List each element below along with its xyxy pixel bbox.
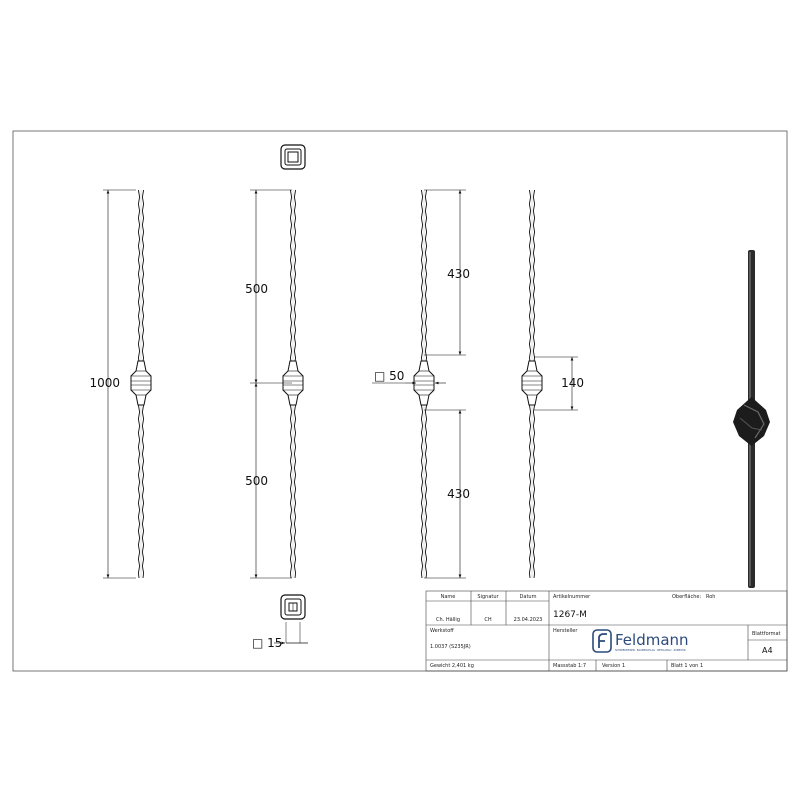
feldmann-logo: Feldmann SCHMIEDEEISEN · BAUBESCHLAG · M… <box>592 629 689 653</box>
tb-format-label: Blattformat <box>752 631 781 637</box>
tb-version: Version 1 <box>602 663 625 669</box>
tb-manufacturer-label: Hersteller <box>553 628 578 634</box>
tb-article-label: Artikelnummer <box>553 594 591 600</box>
tb-scale: Massstab 1:7 <box>553 663 586 669</box>
tb-signature: CH <box>484 617 491 623</box>
dim-total-height: 1000 <box>89 376 120 390</box>
tb-date: 23.04.2023 <box>514 617 543 623</box>
tb-col-name: Name <box>441 594 456 600</box>
top-view <box>280 144 306 170</box>
dim-segment-top: 430 <box>447 267 470 281</box>
tb-format-value: A4 <box>762 646 773 655</box>
baluster-side-view <box>521 189 543 579</box>
dim-bar-size: □ 15 <box>252 636 282 650</box>
tb-article-number: 1267-M <box>553 610 587 620</box>
tb-weight: Gewicht 2,401 kg <box>430 663 474 669</box>
tb-name: Ch. Hällig <box>436 617 460 623</box>
baluster-side-view <box>130 189 152 579</box>
logo-tagline: SCHMIEDEEISEN · BAUBESCHLAG · METALLBAU … <box>615 649 686 652</box>
dim-half-top: 500 <box>245 282 268 296</box>
bottom-view <box>280 594 308 644</box>
dim-collar-height: 140 <box>561 376 584 390</box>
baluster-3d-render <box>733 250 770 588</box>
tb-sheet: Blatt 1 von 1 <box>671 663 703 669</box>
dim-half-bottom: 500 <box>245 474 268 488</box>
tb-col-signature: Signatur <box>477 594 499 600</box>
tb-col-date: Datum <box>520 594 537 600</box>
tb-surface-label: Oberfläche: <box>672 594 701 600</box>
tb-material-label: Werkstoff <box>430 628 454 634</box>
baluster-views <box>130 189 543 579</box>
baluster-side-view <box>413 189 435 579</box>
sheet-frame <box>12 130 788 672</box>
tb-surface-value: Roh <box>706 594 715 600</box>
dim-segment-bottom: 430 <box>447 487 470 501</box>
dimension-lines <box>103 189 578 645</box>
dim-collar-size: □ 50 <box>374 369 404 383</box>
logo-name: Feldmann <box>615 631 689 649</box>
tb-material-value: 1.0037 (S235JR) <box>430 644 471 650</box>
baluster-side-view <box>282 189 304 579</box>
title-block <box>425 590 788 672</box>
